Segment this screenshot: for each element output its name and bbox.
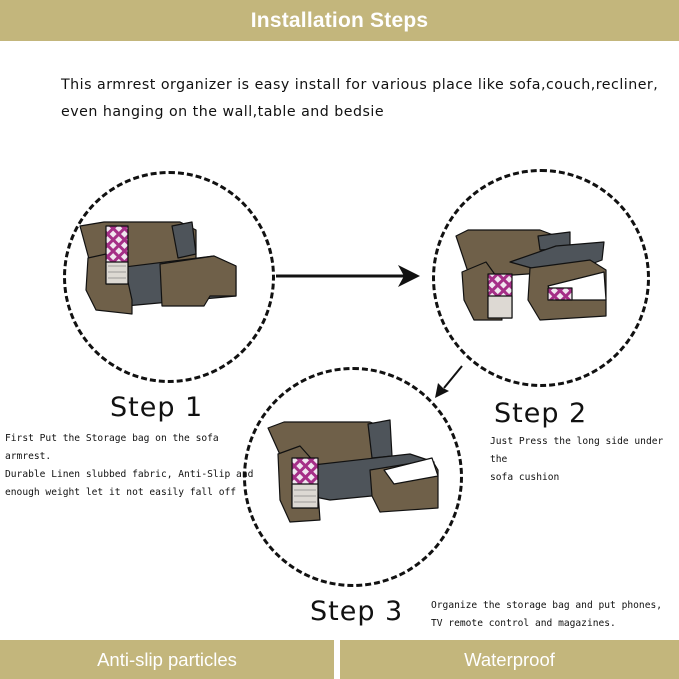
step-1-desc-line: Durable Linen slubbed fabric, Anti-Slip …	[5, 469, 254, 480]
step-1-description: First Put the Storage bag on the sofa ar…	[5, 430, 255, 502]
step-2-desc-line: sofa cushion	[490, 472, 560, 483]
step-1-circle	[63, 171, 275, 383]
step-2-circle	[432, 169, 650, 387]
step-3-desc-line: Organize the storage bag and put phones,	[431, 600, 663, 611]
step-3-circle	[243, 367, 463, 587]
step-3-title: Step 3	[310, 596, 404, 627]
arrow-down-left-icon	[435, 365, 463, 398]
footer-waterproof: Waterproof	[340, 640, 679, 679]
step-1-title: Step 1	[110, 392, 204, 423]
step-3-description: Organize the storage bag and put phones,…	[431, 597, 671, 633]
step-2-title: Step 2	[494, 398, 588, 429]
sofa-step-2	[455, 229, 607, 321]
arrow-right-icon	[276, 265, 420, 287]
sofa-step-3	[267, 419, 439, 523]
step-2-desc-line: Just Press the long side under the	[490, 436, 664, 465]
footer-waterproof-label: Waterproof	[464, 648, 555, 670]
footer-anti-slip-label: Anti-slip particles	[97, 648, 237, 670]
intro-line-1: This armrest organizer is easy install f…	[61, 77, 659, 93]
step-3-desc-line: TV remote control and magazines.	[431, 618, 616, 629]
footer-anti-slip: Anti-slip particles	[0, 640, 334, 679]
sofa-step-1	[79, 221, 237, 315]
step-2-description: Just Press the long side under the sofa …	[490, 433, 675, 487]
intro-text: This armrest organizer is easy install f…	[61, 72, 661, 126]
page-title: Installation Steps	[250, 8, 429, 32]
step-1-desc-line: enough weight let it not easily fall off	[5, 487, 237, 498]
header-banner: Installation Steps	[0, 0, 679, 41]
step-1-desc-line: First Put the Storage bag on the sofa ar…	[5, 433, 219, 462]
intro-line-2: even hanging on the wall,table and bedsi…	[61, 104, 385, 120]
